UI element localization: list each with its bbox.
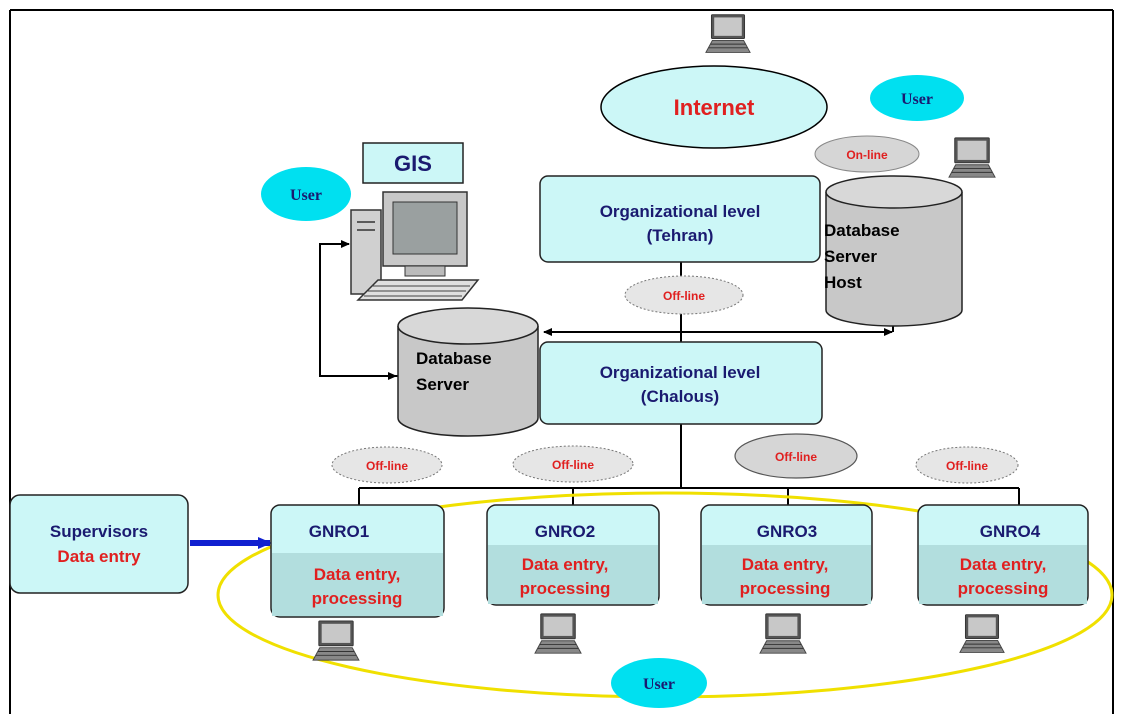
internet-label: Internet: [674, 95, 755, 120]
desktop-computer-icon: [350, 191, 480, 301]
user-label-gis: User: [290, 187, 322, 204]
org-chalous-line2: (Chalous): [641, 387, 719, 406]
db-host-line2: Server: [824, 247, 877, 266]
gnro-box-2: GNRO2 Data entry, processing: [486, 504, 660, 606]
gnro-task-line1: Data entry,: [314, 565, 401, 584]
supervisors-line1: Supervisors: [50, 522, 148, 541]
laptop-icon-gnro2: [534, 613, 582, 654]
gnro-title: GNRO1: [309, 522, 369, 541]
gnro-task-line2: processing: [520, 579, 611, 598]
offline-link-badge-top: [624, 275, 744, 315]
supervisors-line2: Data entry: [57, 547, 141, 566]
online-link-label: On-line: [846, 148, 888, 162]
gis-label: GIS: [394, 151, 432, 176]
gnro-task-line1: Data entry,: [522, 555, 609, 574]
laptop-icon-host: [948, 137, 996, 178]
gnro-box-4: GNRO4 Data entry, processing: [917, 504, 1089, 606]
gnro-box-3: GNRO3 Data entry, processing: [700, 504, 873, 606]
user-bubble-bottom: [611, 658, 707, 708]
offline-link-label-top: Off-line: [663, 289, 705, 303]
database-server-host: Database Server Host: [824, 175, 963, 327]
offline-link-badge-4: [915, 446, 1019, 484]
offline-link-badge-2: [512, 445, 634, 483]
laptop-icon-internet: [705, 14, 751, 53]
db-host-line1: Database: [824, 221, 900, 240]
gnro-task-line1: Data entry,: [960, 555, 1047, 574]
user-label-top: User: [901, 91, 933, 108]
offline-link-label-2: Off-line: [552, 458, 594, 472]
gnro-task-line2: processing: [740, 579, 831, 598]
gis-box: [362, 142, 464, 184]
db-server-line2: Server: [416, 375, 469, 394]
db-server-line1: Database: [416, 349, 492, 368]
database-server: Database Server: [397, 307, 539, 437]
org-tehran-line1: Organizational level: [600, 202, 761, 221]
user-bubble-gis: [261, 167, 351, 221]
connector-lines: [319, 240, 1020, 505]
gnro-task-line2: processing: [312, 589, 403, 608]
gnro-title: GNRO2: [535, 522, 595, 541]
online-link-badge: [814, 135, 920, 173]
offline-link-label-3: Off-line: [775, 450, 817, 464]
org-level-chalous-box: [539, 341, 823, 425]
db-host-line3: Host: [824, 273, 862, 292]
gnro-title: GNRO4: [980, 522, 1041, 541]
offline-link-badge-1: [331, 446, 443, 484]
org-tehran-line2: (Tehran): [647, 226, 714, 245]
org-level-tehran-box: [539, 175, 821, 263]
gnro-title: GNRO3: [757, 522, 817, 541]
supervisors-box: [9, 494, 189, 594]
org-chalous-line1: Organizational level: [600, 363, 761, 382]
internet-ellipse: [600, 65, 828, 149]
user-bubble-top: [870, 75, 964, 121]
offline-link-label-4: Off-line: [946, 459, 988, 473]
offline-link-label-1: Off-line: [366, 459, 408, 473]
user-label-bottom: User: [643, 676, 675, 693]
laptop-icon-gnro1: [312, 620, 360, 661]
gnro-task-line1: Data entry,: [742, 555, 829, 574]
gnro-box-1: GNRO1 Data entry, processing: [270, 504, 445, 618]
laptop-icon-gnro4: [959, 614, 1005, 653]
laptop-icon-gnro3: [759, 613, 807, 654]
gnro-task-line2: processing: [958, 579, 1049, 598]
offline-link-badge-3: [734, 433, 858, 479]
